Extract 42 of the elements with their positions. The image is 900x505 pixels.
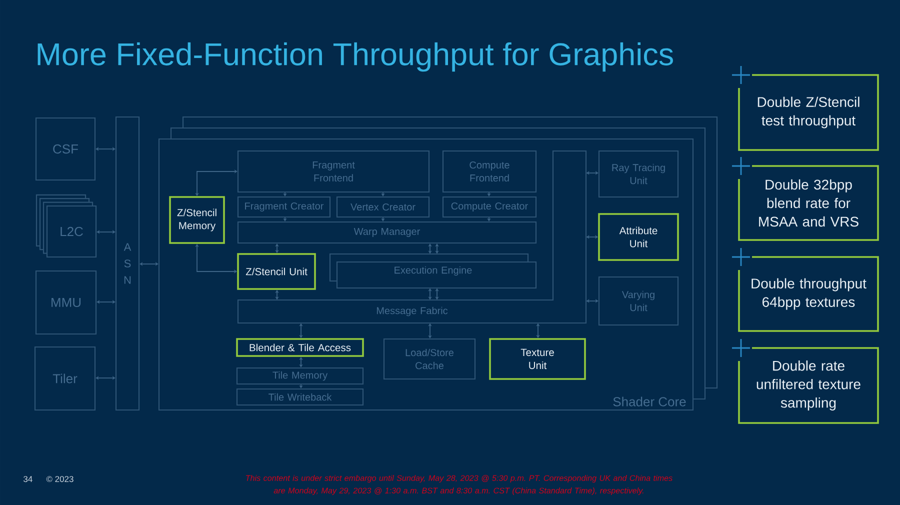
callout-box: Double rate unfiltered texture sampling [738, 347, 879, 424]
arrow [586, 171, 598, 175]
vertical-bar: A S N [115, 116, 140, 411]
block-box: Load/Store Cache [383, 338, 476, 380]
arrow [96, 376, 116, 380]
block-box: Vertex Creator [336, 196, 430, 218]
block-box: Compute Frontend [442, 150, 537, 193]
copyright-notice: © 2023 [46, 476, 74, 482]
arrow [428, 288, 432, 300]
stacked-box: L2C [36, 194, 97, 258]
arrow [140, 262, 158, 266]
embargo-notice: This content is under strict embargo until Sunday, May 28, 2023 @ 5:30 p.m. PT. Corresponding UK and China times are Monday, May 29, 2023 @ 1:30 a.m. BST and 8:30 a.m. CST (China Standard Time), respectively. [246, 474, 672, 496]
highlighted-box: Blender & Tile Access [236, 338, 364, 357]
block-box: MMU [35, 270, 97, 335]
arrow [428, 323, 432, 338]
block-box: Tile Memory [236, 367, 364, 385]
arrow [96, 230, 116, 234]
arrow [96, 147, 116, 151]
block-box: Ray Tracing Unit [598, 150, 679, 198]
title: More Fixed-Function Throughput for Graphics [38, 42, 673, 72]
highlighted-box: Z/Stencil Unit [237, 253, 316, 290]
block-box: Varying Unit [598, 276, 679, 326]
arrow [586, 299, 598, 303]
highlighted-box: Z/Stencil Memory [169, 196, 225, 244]
block-box: Compute Creator [442, 196, 537, 218]
arrow [428, 244, 432, 254]
block-box: Fragment Creator [237, 196, 331, 218]
callout-box: Double 32bpp blend rate for MSAA and VRS [738, 165, 879, 241]
block-box: Fragment Frontend [237, 150, 430, 193]
block-box: Tiler [34, 346, 96, 411]
block-box: Tile Writeback [236, 388, 364, 406]
block-box: CSF [35, 117, 96, 181]
arrow [435, 244, 439, 254]
arrow [96, 300, 116, 304]
page-number: 34 [24, 476, 32, 482]
highlighted-box: Attribute Unit [598, 213, 679, 261]
callout-box: Double Z/Stencil test throughput [738, 74, 879, 151]
callout-box: Double throughput 64bpp textures [738, 256, 879, 332]
arrow [435, 288, 439, 300]
block-box: Warp Manager [237, 221, 537, 244]
stacked-box: Execution Engine [329, 253, 537, 289]
highlighted-box: Texture Unit [489, 338, 586, 380]
